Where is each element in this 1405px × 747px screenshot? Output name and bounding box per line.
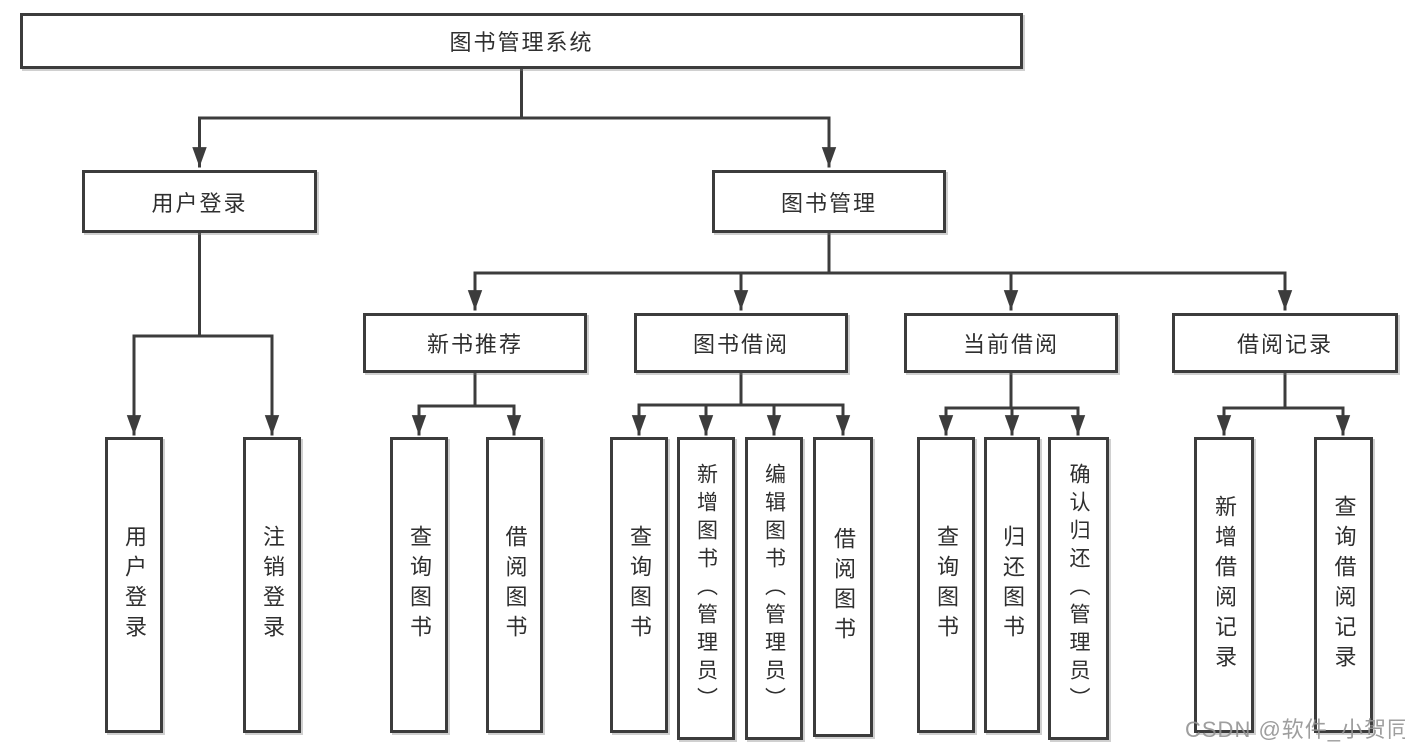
branch-user-login-box: 用户登录	[82, 170, 317, 233]
leaf-query-books-1-box: 查询图书	[390, 437, 448, 733]
root-label: 图书管理系统	[449, 30, 594, 55]
group-new-books-label: 新书推荐	[426, 332, 523, 357]
group-current-borrow-label: 当前借阅	[962, 332, 1059, 357]
leaf-confirm-return-admin-box: 确认归还（管理员）	[1048, 437, 1109, 740]
root-box: 图书管理系统	[20, 13, 1023, 69]
leaf-query-books-2-box: 查询图书	[610, 437, 668, 733]
leaf-query-borrow-record-label: 查询借阅记录	[1331, 495, 1357, 675]
leaf-query-books-3-box: 查询图书	[917, 437, 975, 733]
group-book-borrow-box: 图书借阅	[634, 313, 848, 373]
leaf-edit-books-admin-label: 编辑图书（管理员）	[762, 462, 786, 715]
leaf-edit-books-admin-box: 编辑图书（管理员）	[745, 437, 803, 740]
leaf-borrow-books-2-box: 借阅图书	[813, 437, 873, 737]
leaf-confirm-return-admin-label: 确认归还（管理员）	[1067, 462, 1090, 715]
leaf-query-books-3-label: 查询图书	[934, 525, 959, 645]
leaf-borrow-books-2-label: 借阅图书	[831, 527, 856, 647]
leaf-add-books-admin-label: 新增图书（管理员）	[694, 462, 718, 715]
leaf-query-borrow-record-box: 查询借阅记录	[1314, 437, 1373, 733]
leaf-add-borrow-record-label: 新增借阅记录	[1212, 495, 1237, 675]
branch-book-mgmt-label: 图书管理	[780, 190, 877, 216]
leaf-query-books-1-label: 查询图书	[407, 525, 432, 645]
leaf-add-borrow-record-box: 新增借阅记录	[1194, 437, 1254, 733]
leaf-user-login-box: 用户登录	[105, 437, 163, 733]
leaf-return-books-label: 归还图书	[1000, 525, 1025, 645]
group-current-borrow-box: 当前借阅	[904, 313, 1118, 373]
leaf-user-login-label: 用户登录	[122, 525, 147, 645]
group-book-borrow-label: 图书借阅	[692, 332, 789, 357]
csdn-watermark: CSDN @软件_小贺同学	[1185, 717, 1405, 742]
leaf-query-books-2-label: 查询图书	[627, 525, 652, 645]
group-borrow-records-label: 借阅记录	[1236, 332, 1333, 357]
leaf-return-books-box: 归还图书	[984, 437, 1040, 733]
leaf-logout-box: 注销登录	[243, 437, 301, 733]
leaf-borrow-books-1-label: 借阅图书	[502, 525, 528, 645]
leaf-logout-label: 注销登录	[260, 525, 285, 645]
group-borrow-records-box: 借阅记录	[1172, 313, 1398, 373]
branch-book-mgmt-box: 图书管理	[712, 170, 946, 233]
group-new-books-box: 新书推荐	[363, 313, 587, 373]
leaf-add-books-admin-box: 新增图书（管理员）	[677, 437, 735, 740]
branch-user-login-label: 用户登录	[151, 190, 248, 216]
leaf-borrow-books-1-box: 借阅图书	[486, 437, 543, 733]
